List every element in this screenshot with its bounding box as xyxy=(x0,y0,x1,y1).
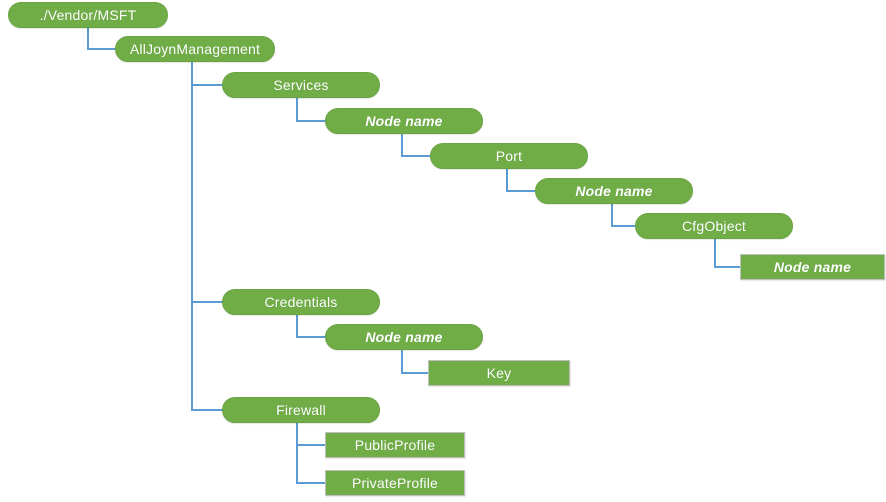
tree-node-label: AllJoynManagement xyxy=(129,41,261,57)
tree-node-cfgobject-nodename[interactable]: Node name xyxy=(740,254,885,280)
tree-node-key[interactable]: Key xyxy=(428,360,570,386)
tree-node-services-nodename[interactable]: Node name xyxy=(325,108,483,134)
connector-port-to-port-nodename xyxy=(506,168,536,192)
tree-node-services[interactable]: Services xyxy=(222,72,380,98)
tree-node-credentials[interactable]: Credentials xyxy=(222,289,380,315)
tree-node-credentials-nodename[interactable]: Node name xyxy=(325,324,483,350)
connector-firewall-to-privateprofile xyxy=(296,422,326,484)
tree-node-privateprofile[interactable]: PrivateProfile xyxy=(325,470,465,496)
connector-alljoynmanagement-to-credentials xyxy=(191,61,223,303)
tree-node-port-nodename[interactable]: Node name xyxy=(535,178,693,204)
tree-node-label: PublicProfile xyxy=(354,437,436,453)
connector-credentials-nodename-to-key xyxy=(401,349,429,374)
tree-node-label: CfgObject xyxy=(681,218,747,234)
connector-alljoynmanagement-to-services xyxy=(191,61,223,86)
tree-node-vendor-msft[interactable]: ./Vendor/MSFT xyxy=(8,2,168,28)
tree-node-label: Node name xyxy=(575,183,653,199)
tree-node-label: Services xyxy=(273,77,329,93)
tree-node-alljoynmanagement[interactable]: AllJoynManagement xyxy=(115,36,275,62)
tree-node-label: Node name xyxy=(773,259,852,275)
tree-node-publicprofile[interactable]: PublicProfile xyxy=(325,432,465,458)
tree-node-label: ./Vendor/MSFT xyxy=(39,7,137,23)
connector-services-to-services-nodename xyxy=(296,97,326,122)
tree-node-port[interactable]: Port xyxy=(430,143,588,169)
connector-credentials-to-credentials-nodename xyxy=(296,314,326,338)
tree-node-label: Credentials xyxy=(264,294,338,310)
tree-node-cfgobject[interactable]: CfgObject xyxy=(635,213,793,239)
connector-port-nodename-to-cfgobject xyxy=(611,203,636,227)
connector-services-nodename-to-port xyxy=(401,133,431,157)
tree-node-label: Key xyxy=(486,365,512,381)
tree-node-label: Firewall xyxy=(276,402,326,418)
tree-node-firewall[interactable]: Firewall xyxy=(222,397,380,423)
tree-node-label: Port xyxy=(495,148,523,164)
connector-alljoynmanagement-to-firewall xyxy=(191,61,223,411)
connector-vendor-msft-to-alljoynmanagement xyxy=(87,27,116,50)
tree-node-label: Node name xyxy=(365,113,443,129)
connector-firewall-to-publicprofile xyxy=(296,422,326,446)
tree-node-label: PrivateProfile xyxy=(351,475,439,491)
connector-cfgobject-to-cfgobject-nodename xyxy=(714,238,741,268)
tree-node-label: Node name xyxy=(365,329,443,345)
